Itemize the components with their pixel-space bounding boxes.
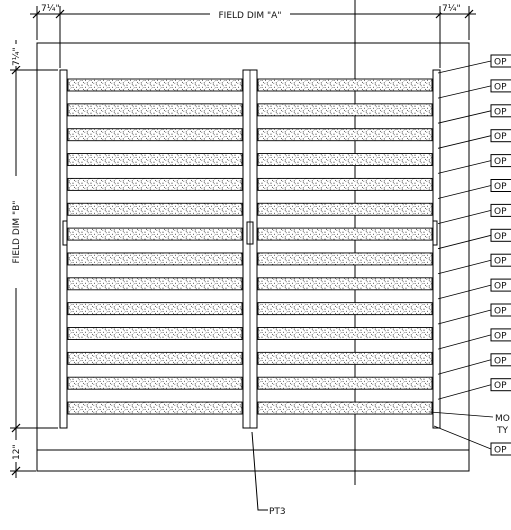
stripe-right-6	[257, 202, 433, 216]
dim-top-right: 7¼"	[442, 4, 461, 14]
right-hinge	[432, 220, 438, 246]
op-leader-5	[437, 160, 492, 174]
op-tag-15: OP	[494, 446, 507, 456]
center-latch	[246, 221, 254, 245]
outer-frame	[36, 42, 470, 472]
stripe-left-12	[67, 351, 243, 365]
dim-left-top: 7¼"	[12, 47, 22, 66]
mount-label-line2: TY	[496, 426, 508, 436]
op-leader-13	[437, 359, 492, 375]
stripe-left-10	[67, 302, 243, 316]
stripe-right-1	[257, 78, 433, 92]
op-leader-15	[433, 425, 492, 450]
op-leader-9	[437, 259, 492, 275]
stripe-left-2	[67, 103, 243, 117]
stripe-right-9	[257, 277, 433, 291]
stripe-right-3	[257, 128, 433, 142]
op-leader-10	[437, 284, 492, 300]
op-leader-6	[437, 185, 492, 199]
stripe-right-10	[257, 302, 433, 316]
op-tag-14: OP	[494, 381, 507, 391]
stripe-right-7	[257, 227, 433, 241]
op-leader-3	[437, 110, 492, 124]
dim-width-label: FIELD DIM "A"	[219, 11, 282, 21]
stripe-left-13	[67, 376, 243, 390]
stripe-right-8	[257, 252, 433, 266]
op-leader-12	[437, 334, 492, 350]
stripe-left-3	[67, 128, 243, 142]
stripe-left-1	[67, 78, 243, 92]
op-tag-8: OP	[494, 232, 507, 242]
mount-leader	[429, 411, 494, 418]
op-leader-8	[437, 234, 492, 250]
op-tag-11: OP	[494, 307, 507, 317]
stripe-left-6	[67, 202, 243, 216]
dim-top-left: 7¼"	[41, 4, 60, 14]
op-tag-2: OP	[494, 82, 507, 92]
left-dimension: 7¼" FIELD DIM "B" 12"	[9, 40, 58, 478]
stripe-right-14	[257, 401, 433, 415]
op-tag-9: OP	[494, 257, 507, 267]
op-tag-1: OP	[494, 58, 507, 68]
op-tag-3: OP	[494, 107, 507, 117]
stripe-left-11	[67, 327, 243, 340]
op-tag-10: OP	[494, 282, 507, 292]
left-hinge	[62, 220, 68, 246]
left-stile	[59, 69, 68, 429]
stripe-left-7	[67, 227, 243, 241]
op-leader-7	[437, 210, 492, 224]
stripe-left-9	[67, 277, 243, 291]
dim-height-label: FIELD DIM "B"	[12, 201, 22, 264]
op-tag-6: OP	[494, 182, 507, 192]
op-leader-14	[437, 384, 492, 400]
op-tag-5: OP	[494, 157, 507, 167]
dim-left-bottom: 12"	[12, 444, 22, 460]
stripe-right-11	[257, 327, 433, 340]
leader-group: OP OP OP OP OP OP OP OP OP OP OP OP OP OP OP MO TY	[429, 54, 511, 456]
op-leader-11	[437, 309, 492, 325]
stripe-right-2	[257, 103, 433, 117]
stripe-group	[67, 78, 433, 415]
stripe-left-8	[67, 252, 243, 266]
stripe-left-4	[67, 153, 243, 167]
op-leader-2	[437, 85, 492, 99]
op-tag-12: OP	[494, 331, 507, 341]
mount-label-line1: MO	[495, 414, 510, 424]
stripe-right-12	[257, 351, 433, 365]
right-stile	[432, 69, 441, 429]
op-tag-13: OP	[494, 356, 507, 366]
stripe-left-5	[67, 177, 243, 191]
stripe-left-14	[67, 401, 243, 415]
pt3-leader-line	[251, 431, 268, 511]
stripe-right-4	[257, 153, 433, 167]
stripe-right-13	[257, 376, 433, 390]
op-tag-7: OP	[494, 207, 507, 217]
stripe-right-5	[257, 177, 433, 191]
top-dimension: 7¼" 7¼" FIELD DIM "A"	[30, 2, 476, 68]
pt3-label: PT3	[269, 507, 286, 517]
op-leader-1	[437, 60, 492, 74]
op-leader-4	[437, 135, 492, 149]
op-tag-4: OP	[494, 132, 507, 142]
